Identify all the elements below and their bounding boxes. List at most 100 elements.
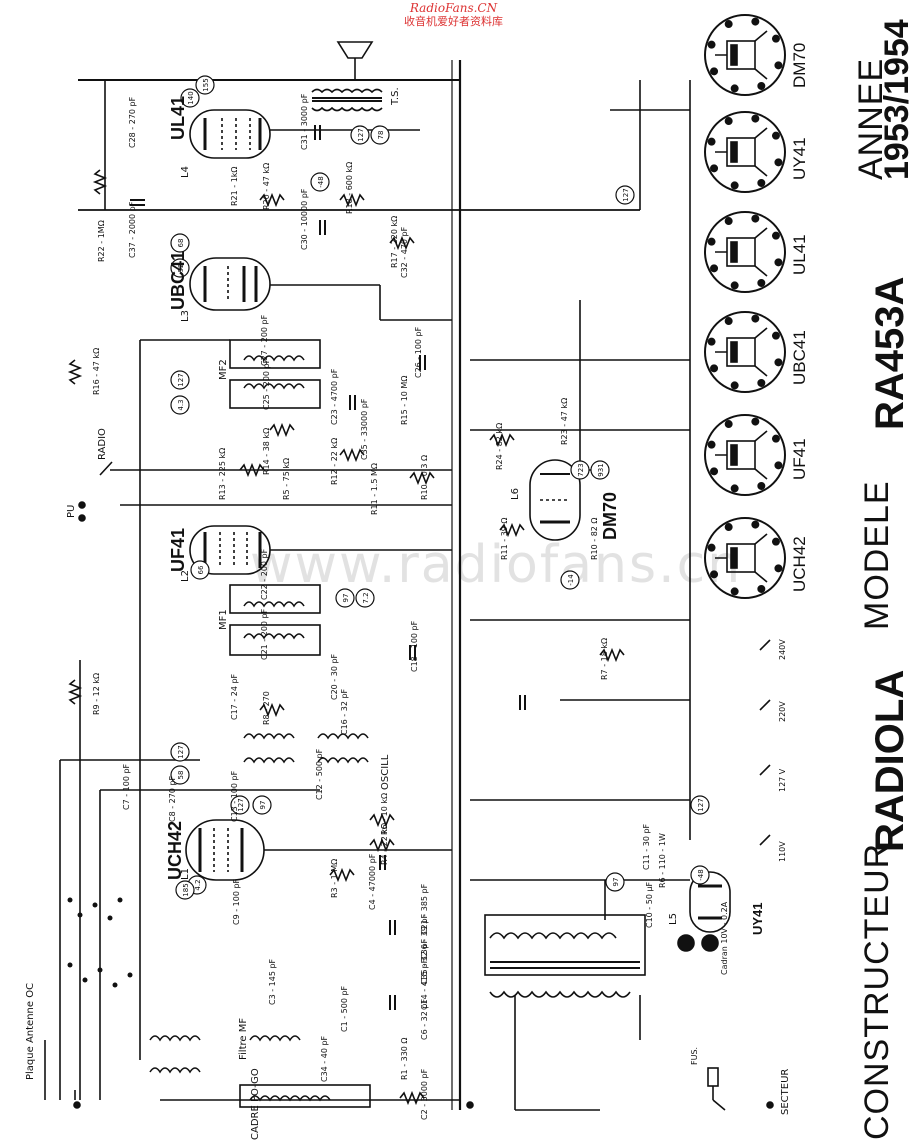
- voltage-point: [170, 742, 190, 762]
- label-c6: C6 - 32 pF: [420, 998, 429, 1040]
- voltage-point: [175, 880, 195, 900]
- uf41-ref: L2: [180, 570, 191, 582]
- resistor-r14: [269, 422, 295, 438]
- label-c25: C25 - 200 pF: [262, 358, 271, 410]
- label-r20: R20 - 47 kΩ: [262, 162, 271, 210]
- label-c9: C9 - 100 pF: [232, 878, 241, 925]
- socket-pin: [771, 537, 780, 546]
- socket-pin: [707, 440, 716, 449]
- socket-pin: [751, 314, 760, 323]
- uy41-label-schem: UY41: [750, 902, 765, 935]
- label-r3: R3 - 1 MΩ: [330, 858, 339, 898]
- voltage-value: 97: [259, 801, 267, 810]
- voltage-value: 66: [197, 565, 205, 574]
- label-r1: R1 - 330 Ω: [400, 1037, 409, 1080]
- voltage-value: 4.2: [194, 879, 202, 890]
- socket-pin: [771, 34, 780, 43]
- socket-pin: [710, 467, 719, 476]
- voltage-value: 127: [697, 798, 705, 811]
- socket-uy41: [704, 111, 786, 193]
- label-c26: C26 - 100 pF: [414, 326, 423, 378]
- label-c30: C30 - 10000 pF: [300, 188, 309, 250]
- socket-pin: [730, 381, 739, 390]
- socket-leads: [715, 30, 768, 80]
- label-c8: C8 - 270 pF: [168, 775, 177, 822]
- label-r22: R22 - 1MΩ: [97, 220, 106, 262]
- socket-cathode: [730, 44, 738, 66]
- socket-pin: [730, 484, 739, 493]
- voltage-point: [310, 172, 330, 192]
- resistor-r18: [339, 192, 365, 208]
- resistor-r10: [409, 470, 435, 486]
- voltage-point: [560, 570, 580, 590]
- modele-label: MODELE: [858, 480, 896, 630]
- voltage-value: 185: [182, 883, 190, 896]
- voltage-value: 723: [577, 463, 585, 476]
- antenna-coil: [149, 1035, 201, 1042]
- constructeur-label: CONSTRUCTEUR: [858, 842, 896, 1140]
- voltage-point: [230, 795, 250, 815]
- uy41-ref: L5: [668, 913, 679, 925]
- ubc41-ref: L3: [180, 310, 191, 322]
- resistor-r17: [389, 235, 415, 251]
- resistor-r16: [67, 359, 83, 385]
- dial-lamp: [677, 934, 695, 952]
- ul41-tube: [189, 109, 271, 159]
- resistor-r7: [599, 647, 625, 663]
- resistor-r3: [329, 867, 355, 883]
- socket-cathode: [730, 141, 738, 163]
- label-c3: C3 - 145 pF: [268, 958, 277, 1005]
- socket-pin: [707, 137, 716, 146]
- voltage-127: 127 V: [778, 768, 787, 792]
- voltage-point: [605, 872, 625, 892]
- socket-pin: [757, 481, 766, 490]
- socket-pin: [724, 117, 733, 126]
- voltage-point: [170, 370, 190, 390]
- label-r23: R23 - 47 kΩ: [560, 397, 569, 445]
- label-ts: T.S.: [390, 87, 401, 105]
- label-r12: R12 - 22 kΩ: [330, 437, 339, 485]
- socket-pin: [751, 520, 760, 529]
- pu-radio-switch: [99, 461, 113, 476]
- voltage-value: 4.3: [177, 399, 185, 410]
- label-c13: C13 - 100 pF: [230, 770, 239, 822]
- resistor-r22: [92, 169, 108, 195]
- voltage-value: 931: [597, 463, 605, 476]
- label-c35: C35 - 33000 pF: [360, 398, 369, 460]
- voltage-point: [570, 460, 590, 480]
- voltage-value: 58: [177, 771, 185, 780]
- dm70-label-schem: DM70: [600, 491, 620, 540]
- label-r21: R21 - 1kΩ: [230, 166, 239, 206]
- socket-leads: [715, 533, 768, 583]
- voltage-value: 78: [377, 131, 385, 140]
- ubc41-tube: [189, 257, 271, 311]
- label-cadre: CADRE PO-GO: [250, 1068, 261, 1140]
- label-r5: R5 - 75 kΩ: [282, 457, 291, 500]
- socket-pin: [710, 264, 719, 273]
- label-r16: R16 - 47 kΩ: [92, 347, 101, 395]
- socket-pin: [751, 114, 760, 123]
- socket-pin: [774, 564, 783, 573]
- label-r6b: R6 - 110 - 1W: [658, 833, 667, 888]
- voltage-point: [170, 233, 190, 253]
- earth-terminal: [466, 1101, 474, 1109]
- label-c20: C20 - 30 pF: [330, 653, 339, 700]
- label-c31: C31 - 3000 pF: [300, 93, 309, 150]
- voltage-value: 92: [177, 264, 185, 273]
- label-radio: RADIO: [97, 428, 108, 460]
- modele-value: RA453A: [868, 276, 912, 430]
- label-c34: C34 - 40 pF: [320, 1035, 329, 1082]
- socket-ul41: [704, 211, 786, 293]
- dm70-tube: [529, 459, 581, 541]
- socket-leads: [715, 127, 768, 177]
- label-fuse: FUS.: [690, 1046, 699, 1065]
- socket-pin: [730, 281, 739, 290]
- annee-value: 1953/1954: [878, 19, 916, 180]
- socket-pin: [707, 543, 716, 552]
- socket-pin: [751, 417, 760, 426]
- voltage-point: [170, 765, 190, 785]
- socket-pin: [771, 331, 780, 340]
- socket-pin: [774, 258, 783, 267]
- label-c21b: C21 - 200 pF: [260, 608, 269, 660]
